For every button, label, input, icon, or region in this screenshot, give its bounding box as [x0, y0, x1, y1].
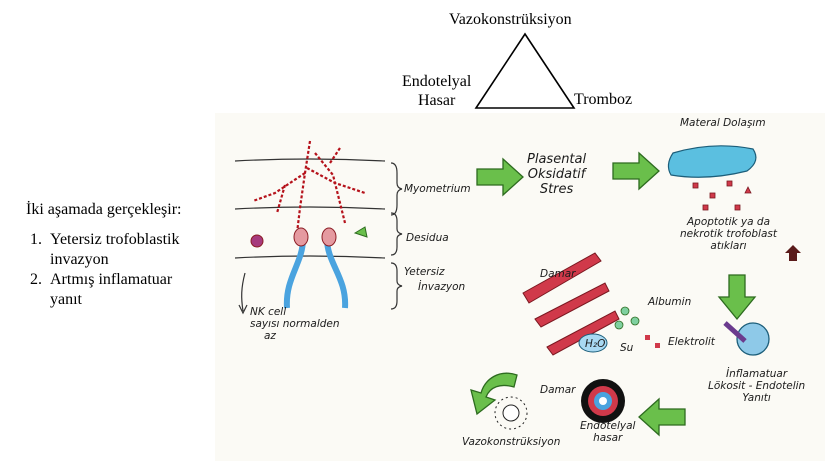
- albumin-label: Albumin: [648, 296, 692, 308]
- endo-line1: Endotelyal: [580, 420, 636, 432]
- nk-cell-line2: sayısı normalden: [250, 318, 340, 330]
- electrolyte-label: Elektrolit: [668, 336, 715, 348]
- inflammation-line3: Yanıtı: [742, 392, 771, 404]
- water-molecule-label: H₂O: [585, 338, 606, 350]
- myometrium-vessels: [252, 140, 366, 234]
- water-label: Su: [620, 342, 634, 354]
- triad-left-line2: Hasar: [418, 92, 456, 109]
- endo-vessel-label: Damar: [540, 384, 576, 396]
- tissue-layer-lines: [234, 158, 386, 259]
- maternal-circulation-label: Materal Dolaşım: [680, 117, 766, 129]
- inflammation-note: İnflamatuar Lökosit - Endotelin Yanıtı: [708, 368, 805, 404]
- stress-line2: Oksidatif: [527, 167, 586, 182]
- layer-label-invazyon: İnvazyon: [418, 281, 466, 293]
- intro-item-1-line2: invazyon: [50, 251, 109, 268]
- intro-list: Yetersiz trofoblastik invazyon Artmış in…: [26, 230, 181, 310]
- triad-top-label: Vazokonstrüksiyon: [449, 11, 572, 28]
- sketch-drawing: [234, 140, 801, 437]
- intro-item-2: Artmış inflamatuar yanıt: [46, 270, 181, 310]
- nk-cell-line3: az: [264, 330, 276, 342]
- nk-cell-note: NK cell sayısı normalden az: [250, 306, 340, 342]
- inflammation-line1: İnflamatuar: [726, 368, 788, 380]
- maternal-circulation-blob: [667, 145, 757, 178]
- endo-line2: hasar: [593, 432, 623, 444]
- green-arrows: [470, 151, 757, 437]
- intro-text: İki aşamada gerçekleşir: Yetersiz trofob…: [26, 200, 181, 310]
- stress-line1: Plasental: [527, 152, 587, 167]
- stress-line3: Stres: [539, 182, 574, 197]
- debris-note: Apoptotik ya da nekrotik trofoblast atık…: [680, 216, 777, 252]
- layer-braces: [390, 162, 403, 310]
- inflammation-line2: Lökosit - Endotelin: [708, 380, 806, 392]
- layer-label-desidua: Desidua: [406, 232, 449, 244]
- intro-item-1-line1: Yetersiz trofoblastik: [50, 231, 180, 248]
- intro-heading: İki aşamada gerçekleşir:: [26, 201, 182, 218]
- vessel-label: Damar: [540, 268, 576, 280]
- debris-line1: Apoptotik ya da: [686, 216, 770, 228]
- nk-cell-line1: NK cell: [250, 306, 287, 318]
- vessel-cells: [522, 252, 620, 356]
- debris-line3: atıkları: [710, 240, 747, 252]
- triad-left-line1: Endotelyal: [402, 73, 472, 90]
- layer-label-yetersiz: Yetersiz: [404, 266, 445, 278]
- vasoconstriction-label: Vazokonstrüksiyon: [462, 436, 561, 448]
- intro-item-2-line2: yanıt: [50, 291, 82, 308]
- endo-damage-note: Endotelyal hasar: [580, 420, 635, 444]
- layer-label-myometrium: Myometrium: [404, 183, 471, 195]
- debris-line2: nekrotik trofoblast: [680, 228, 777, 240]
- triad-right-label: Tromboz: [574, 91, 633, 108]
- intro-item-2-line1: Artmış inflamatuar: [50, 271, 173, 288]
- intro-item-1: Yetersiz trofoblastik invazyon: [46, 230, 181, 270]
- triad-left-label: Endotelyal Hasar: [402, 72, 471, 110]
- stress-note: Plasental Oksidatif Stres: [527, 152, 586, 197]
- spiral-arteries: [283, 238, 349, 309]
- triad-triangle: [474, 32, 576, 109]
